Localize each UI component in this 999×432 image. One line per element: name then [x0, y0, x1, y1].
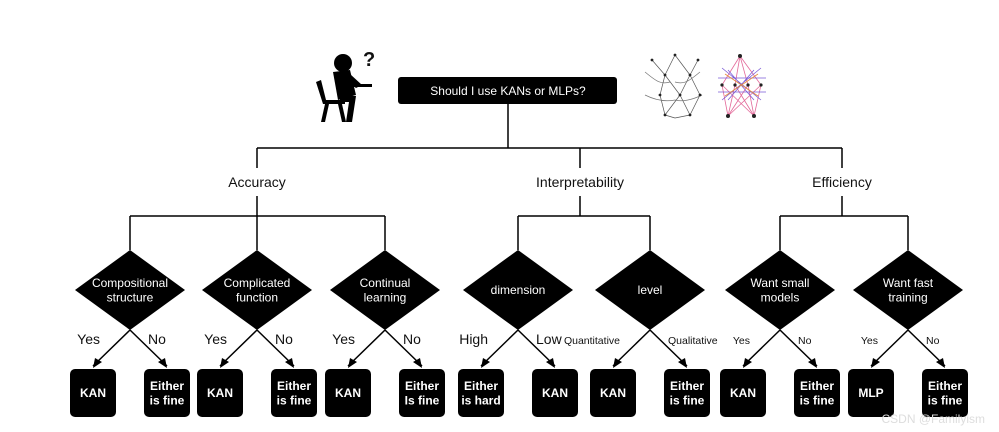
leaf-outcome-label: KAN: [80, 386, 106, 400]
edge-label-right: No: [926, 335, 940, 347]
decision-question-label: dimension: [491, 283, 546, 297]
leaf-outcome-box: [197, 369, 243, 417]
arrowhead: [481, 358, 490, 368]
leaf-outcome-box: [325, 369, 371, 417]
leaf-outcome-label: Either: [150, 379, 184, 393]
decision-question-label: training: [888, 290, 927, 304]
decision-diamond: [330, 250, 440, 330]
decision-diamond: [202, 250, 312, 330]
edge-label-right: No: [403, 331, 421, 347]
branch-label-interpretability: Interpretability: [536, 174, 624, 190]
leaf-outcome-label: KAN: [600, 386, 626, 400]
decision-question-label: Compositional: [92, 276, 168, 290]
mlp-network-icon: [718, 54, 766, 118]
leaf-outcome-box: [590, 369, 636, 417]
decision-diamond: [853, 250, 963, 330]
leaf-outcome-label: is fine: [670, 393, 705, 407]
edge-label-right: No: [275, 331, 293, 347]
leaf-outcome-box: [144, 369, 190, 417]
edge-label-left: Yes: [77, 331, 100, 347]
watermark: CSDN @Familyism: [881, 412, 985, 426]
decision-diamond: [75, 250, 185, 330]
leaf-outcome-box: [794, 369, 840, 417]
branch-label-accuracy: Accuracy: [228, 174, 286, 190]
edge-label-left: Yes: [204, 331, 227, 347]
decision-question-label: level: [638, 283, 663, 297]
decision-question-label: structure: [107, 290, 154, 304]
leaf-outcome-label: Either: [405, 379, 439, 393]
leaf-outcome-label: KAN: [730, 386, 756, 400]
leaf-outcome-label: is fine: [800, 393, 835, 407]
decision-question-label: Want small: [751, 276, 810, 290]
kan-network-icon: [644, 53, 703, 119]
edge-label-left: Yes: [332, 331, 355, 347]
arrowhead: [871, 358, 880, 368]
decision-diamond: [463, 250, 573, 330]
arrowhead: [936, 358, 945, 368]
leaf-outcome-label: Either: [277, 379, 311, 393]
arrowhead: [546, 358, 555, 368]
arrowhead: [413, 358, 422, 368]
leaf-outcome-label: is hard: [461, 393, 500, 407]
leaf-outcome-label: KAN: [542, 386, 568, 400]
leaf-outcome-label: MLP: [858, 386, 883, 400]
arrowhead: [285, 358, 294, 368]
arrowhead: [93, 358, 102, 368]
leaf-outcome-label: KAN: [335, 386, 361, 400]
tree-connectors: [92, 104, 946, 367]
root-question-label: Should I use KANs or MLPs?: [430, 84, 586, 98]
leaf-outcome-label: Is fine: [405, 393, 440, 407]
leaf-outcome-box: [720, 369, 766, 417]
edge-label-left: Yes: [861, 335, 878, 347]
question-mark: ?: [363, 49, 375, 71]
leaf-outcome-label: Either: [928, 379, 962, 393]
leaf-outcome-box: [458, 369, 504, 417]
decision-question-label: Want fast: [883, 276, 934, 290]
root-question-box: [398, 77, 617, 104]
edge-label-left: High: [459, 331, 488, 347]
edge-label-left: Yes: [733, 335, 750, 347]
leaf-outcome-label: Either: [800, 379, 834, 393]
decision-diamond: [725, 250, 835, 330]
leaf-outcome-box: [271, 369, 317, 417]
leaf-outcome-label: is fine: [928, 393, 963, 407]
arrowhead: [158, 358, 167, 368]
arrowhead: [808, 358, 817, 368]
arrowhead: [220, 358, 229, 368]
arrowhead: [678, 358, 687, 368]
edge-label-left: Quantitative: [564, 335, 620, 347]
decision-question-label: models: [761, 290, 800, 304]
decision-question-label: learning: [364, 290, 407, 304]
decision-question-label: function: [236, 290, 278, 304]
leaf-outcome-box: [70, 369, 116, 417]
thinking-person-icon: ?: [316, 49, 375, 122]
leaf-outcome-box: [664, 369, 710, 417]
leaf-outcome-label: Either: [464, 379, 498, 393]
edge-label-right: No: [798, 335, 812, 347]
leaf-outcome-box: [848, 369, 894, 417]
decision-question-label: Continual: [360, 276, 411, 290]
arrowhead: [348, 358, 357, 368]
decision-question-label: Complicated: [224, 276, 291, 290]
leaf-outcome-box: [532, 369, 578, 417]
leaf-outcome-box: [922, 369, 968, 417]
edge-label-right: Low: [536, 331, 563, 347]
leaf-outcome-label: KAN: [207, 386, 233, 400]
arrowhead: [743, 358, 752, 368]
leaf-outcome-label: is fine: [277, 393, 312, 407]
leaf-outcome-label: is fine: [150, 393, 185, 407]
branch-label-efficiency: Efficiency: [812, 174, 872, 190]
leaf-outcome-box: [399, 369, 445, 417]
leaf-outcome-label: Either: [670, 379, 704, 393]
edge-label-right: Qualitative: [668, 335, 718, 347]
edge-label-right: No: [148, 331, 166, 347]
arrowhead: [613, 358, 622, 368]
decision-diamond: [595, 250, 705, 330]
